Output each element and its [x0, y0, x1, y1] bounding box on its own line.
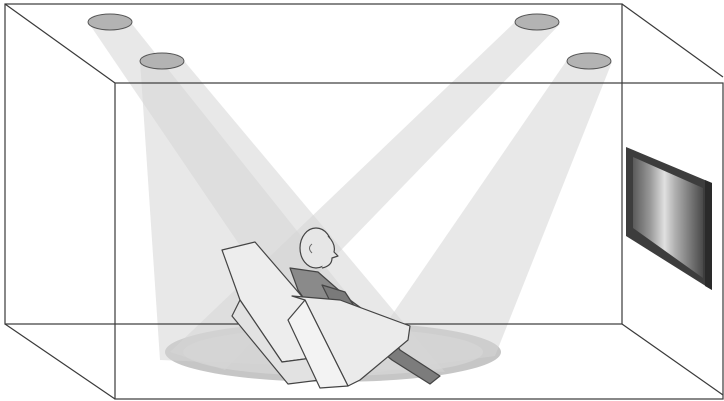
speaker-front-left: [139, 52, 185, 70]
room-edge-top-right: [621, 3, 724, 78]
tv-screen: [633, 157, 703, 278]
person-face: [321, 235, 339, 269]
room-front-wall: [114, 82, 724, 400]
beam-front-right: [350, 60, 612, 376]
room-edge-top-left: [4, 3, 116, 84]
room-edge-bottom-right: [621, 323, 724, 396]
recliner-with-listener: [221, 227, 441, 389]
chair-front: [287, 299, 349, 389]
wall-tv: [626, 147, 712, 290]
person-ear-icon: [309, 243, 313, 254]
speaker-back-left: [87, 13, 133, 31]
room-edge-bottom-left: [4, 323, 116, 400]
speaker-front-right: [566, 52, 612, 70]
beam-front-left: [140, 60, 445, 372]
ceiling-speakers: [87, 13, 612, 70]
speaker-back-right: [514, 13, 560, 31]
tv-side: [705, 180, 712, 290]
